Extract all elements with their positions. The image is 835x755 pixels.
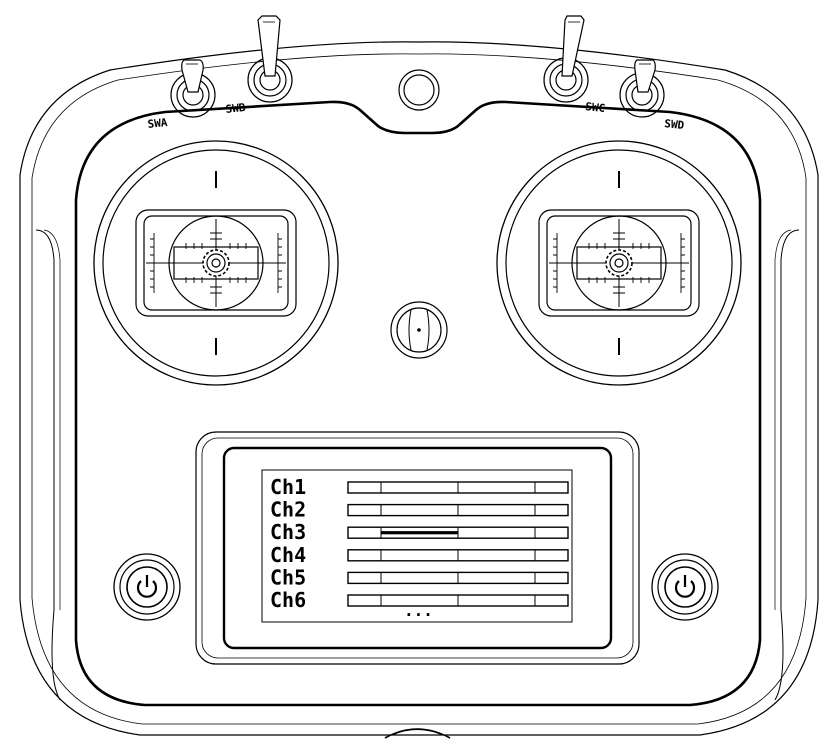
more-channels-indicator: ... xyxy=(404,601,433,620)
transmitter-body xyxy=(19,41,819,736)
screen-bezel xyxy=(195,431,640,665)
lcd-screen xyxy=(222,446,613,650)
switch-label-swb: SWB xyxy=(225,101,246,116)
switch-label-swc: SWC xyxy=(585,100,606,115)
switch-swb[interactable] xyxy=(247,15,293,103)
switch-swd[interactable] xyxy=(619,59,665,118)
channel-row-4: Ch4 xyxy=(270,543,569,567)
power-icon xyxy=(136,575,158,598)
channel-label: Ch6 xyxy=(270,588,306,612)
channel-label: Ch2 xyxy=(270,498,306,522)
switch-swa[interactable] xyxy=(170,59,216,118)
channel-row-1: Ch1 xyxy=(270,475,569,499)
channel-row-6: Ch6 xyxy=(270,588,569,612)
switch-label-swa: SWA xyxy=(147,116,168,131)
switch-label-swd: SWD xyxy=(664,117,685,132)
power-button-left[interactable] xyxy=(113,553,181,621)
power-button-right[interactable] xyxy=(651,553,719,621)
channel-row-5: Ch5 xyxy=(270,565,569,589)
left-stick-gimbal[interactable] xyxy=(93,140,339,386)
channel-label: Ch3 xyxy=(270,520,306,544)
right-stick-gimbal[interactable] xyxy=(496,140,742,386)
channel-row-2: Ch2 xyxy=(270,498,569,522)
channel-value-indicator xyxy=(381,531,458,535)
top-center-button[interactable] xyxy=(398,69,440,111)
channel-label: Ch5 xyxy=(270,565,306,589)
channel-row-3: Ch3 xyxy=(270,520,569,544)
channel-label: Ch1 xyxy=(270,475,306,499)
channel-label: Ch4 xyxy=(270,543,306,567)
center-knob[interactable] xyxy=(390,301,448,359)
power-icon xyxy=(674,575,696,598)
switch-swc[interactable] xyxy=(543,15,589,103)
face-panel xyxy=(74,100,762,707)
